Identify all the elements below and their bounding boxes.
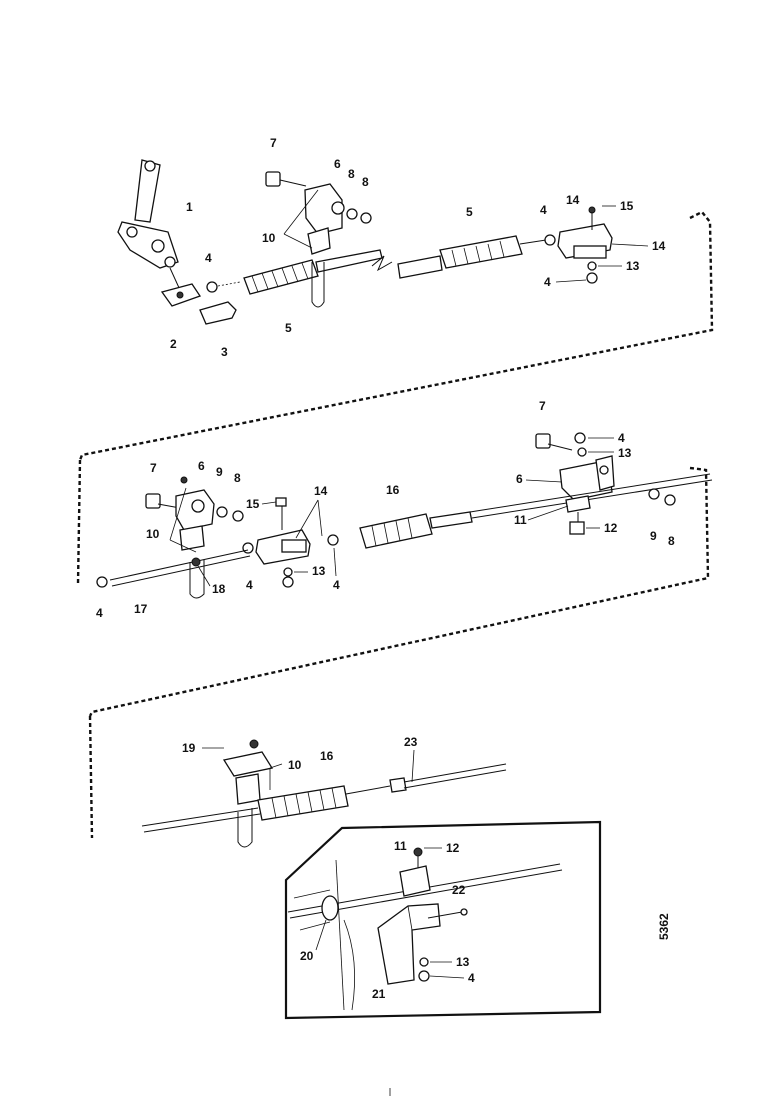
callout-label: 4	[246, 578, 253, 592]
nut	[206, 281, 218, 293]
callout-label: 19	[182, 741, 196, 755]
bolt	[535, 433, 573, 451]
callout-label: 8	[348, 167, 355, 181]
callout-label: 9	[216, 465, 223, 479]
section-bottom-assembly: 19 10 16 23	[88, 715, 507, 848]
callout-label: 1	[186, 200, 193, 214]
callout-label: 11	[514, 513, 527, 527]
callout-label: 23	[404, 735, 418, 749]
callout-label: 14	[314, 484, 328, 498]
retaining-clip	[199, 301, 237, 325]
callout-label: 12	[604, 521, 618, 535]
figure-reference-number: 5362	[657, 913, 671, 940]
callout-label: 4	[468, 971, 475, 985]
connector-dashed-line-bottom	[88, 715, 94, 839]
callout-label: 6	[198, 459, 205, 473]
nut	[648, 488, 660, 500]
cable-bellows-right	[397, 235, 547, 279]
callout-label: 18	[212, 582, 226, 596]
callout-label: 20	[300, 949, 314, 963]
inset-cable-clamp	[399, 847, 431, 897]
callout-label: 8	[362, 175, 369, 189]
callout-label: 15	[620, 199, 634, 213]
callout-label: 13	[312, 564, 326, 578]
nut	[544, 234, 556, 246]
bracket-mount-middle-left	[145, 476, 244, 551]
nut	[242, 542, 254, 554]
callout-label: 10	[262, 231, 276, 245]
callout-label: 22	[452, 883, 466, 897]
connector-dashed-line-top	[78, 210, 714, 461]
callout-label: 13	[456, 955, 470, 969]
callout-label: 14	[652, 239, 666, 253]
washer	[283, 567, 293, 577]
cable-bellows-middle	[359, 511, 473, 549]
callout-label: 11	[394, 839, 407, 853]
washer	[419, 957, 429, 967]
lever-arm	[117, 159, 181, 291]
nut	[282, 576, 294, 588]
callout-label: 4	[544, 275, 551, 289]
bolt	[265, 171, 307, 187]
nut	[574, 432, 586, 444]
callout-label: 13	[626, 259, 640, 273]
callout-label: 17	[134, 602, 148, 616]
inset-bracket	[377, 903, 441, 985]
section-top-assembly: 1 2 3 4 5 7 6 8 8 10 5 4 14 15 14 13 4	[78, 136, 714, 461]
callout-label: 4	[205, 251, 212, 265]
nut	[664, 494, 676, 506]
clevis-middle	[255, 497, 311, 565]
callout-label: 10	[146, 527, 160, 541]
bracket-mount-top	[304, 183, 372, 255]
bracket-mount-middle-right	[559, 455, 615, 501]
callout-label: 8	[234, 471, 241, 485]
callout-label: 6	[516, 472, 523, 486]
connector-dashed-line-middle	[76, 459, 710, 717]
inset-frame	[284, 820, 602, 1020]
callout-label: 8	[668, 534, 675, 548]
callout-label: 15	[246, 497, 260, 511]
nut	[327, 534, 339, 546]
u-bolt	[311, 262, 325, 308]
callout-label: 10	[288, 758, 302, 772]
nut	[418, 970, 430, 982]
callout-label: 7	[539, 399, 546, 413]
callout-label: 5	[285, 321, 292, 335]
bracket-mount-bottom	[222, 739, 274, 805]
callout-label: 2	[170, 337, 177, 351]
callout-label: 7	[150, 461, 157, 475]
cable-clamp	[565, 495, 591, 535]
u-bolt	[237, 808, 253, 848]
grommet	[321, 895, 339, 921]
clevis-right	[557, 206, 613, 259]
callout-label: 5	[466, 205, 473, 219]
washer	[587, 261, 597, 271]
callout-label: 3	[221, 345, 228, 359]
cable-bellows-left	[243, 249, 383, 295]
callout-label: 6	[334, 157, 341, 171]
callout-label: 12	[446, 841, 460, 855]
callout-label: 9	[650, 529, 657, 543]
callout-label: 4	[96, 606, 103, 620]
section-middle-assembly: 7 4 13 6 16 9 8 11 12 7 6 9 8 15 14 10 1…	[76, 399, 713, 717]
cable-end-fitting	[389, 763, 507, 793]
callout-label: 16	[386, 483, 400, 497]
callout-label: 13	[618, 446, 632, 460]
nut	[586, 272, 598, 284]
clevis-fork	[160, 283, 202, 307]
u-bolt	[189, 560, 205, 599]
callout-label: 16	[320, 749, 334, 763]
cable-bellows-bottom	[257, 785, 391, 821]
nut	[96, 576, 108, 588]
washer	[577, 447, 587, 457]
callout-label: 4	[618, 431, 625, 445]
callout-label: 7	[270, 136, 277, 150]
callout-label: 4	[540, 203, 547, 217]
callout-label: 21	[372, 987, 386, 1001]
callout-label: 14	[566, 193, 580, 207]
inset-detail-panel: 11 12 22 20 13 4 21	[284, 820, 602, 1020]
callout-label: 4	[333, 578, 340, 592]
